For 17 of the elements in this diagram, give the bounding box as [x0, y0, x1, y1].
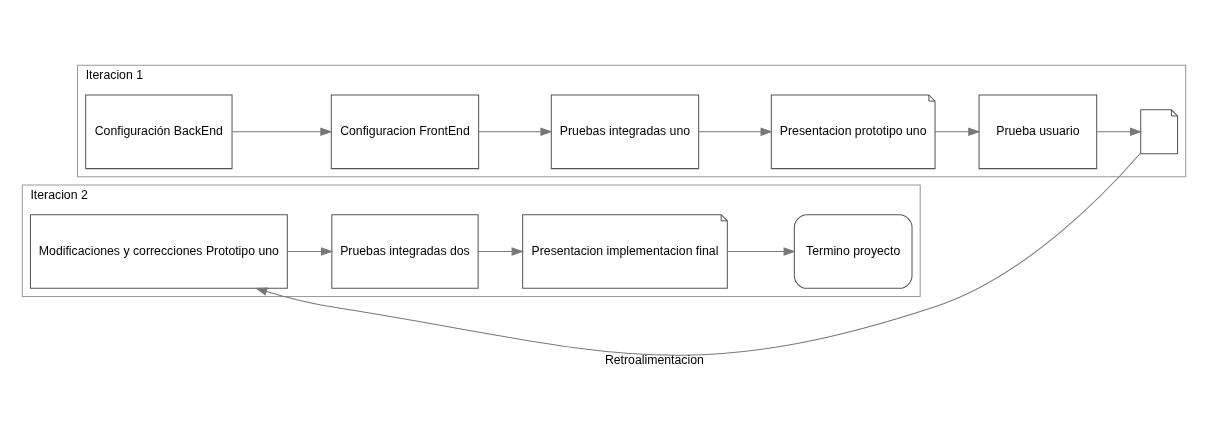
- node-box: Prueba usuario: [978, 93, 1097, 169]
- node-box: Termino proyecto: [793, 213, 912, 289]
- node-box: Pruebas integradas uno: [550, 93, 699, 169]
- node-box: Modificaciones y correcciones Prototipo uno: [29, 213, 288, 289]
- arrow: [1095, 127, 1142, 136]
- node-box: Pruebas integradas dos: [330, 213, 479, 289]
- arrow: [697, 127, 773, 136]
- arrow: [477, 127, 553, 136]
- arrow: [934, 127, 981, 136]
- arrow: [726, 246, 796, 256]
- arrow: [286, 246, 333, 256]
- node-box: Configuración BackEnd: [84, 93, 233, 169]
- arrow: [477, 246, 524, 256]
- arrow: [254, 151, 1141, 356]
- edge-label: Retroalimentacion: [604, 352, 704, 367]
- node-box: Configuracion FrontEnd: [330, 93, 479, 169]
- arrow: [231, 127, 333, 136]
